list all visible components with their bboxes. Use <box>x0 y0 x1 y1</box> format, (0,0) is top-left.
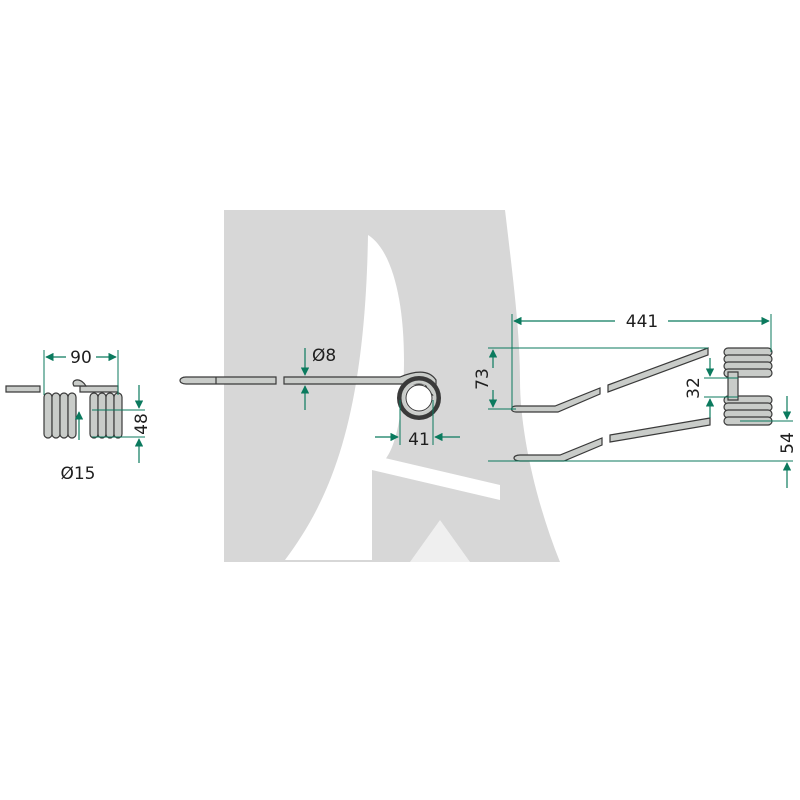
coil-loop <box>51 392 61 439</box>
coil-loop <box>67 392 77 439</box>
side-view: 90 48 Ø15 <box>5 348 152 484</box>
side-view-coils-right <box>89 392 123 439</box>
coil-loop <box>59 392 69 439</box>
brand-logo-watermark <box>285 210 577 562</box>
dimension-height-48: 48 <box>92 385 152 463</box>
dim-inner-label: 32 <box>684 377 704 399</box>
dimension-diameter-15: Ø15 <box>60 411 96 484</box>
watermark-background <box>224 210 577 562</box>
dim-diameter-label: Ø15 <box>60 464 95 484</box>
dimension-spread-73: 73 <box>473 347 708 410</box>
side-view-coils-left <box>43 392 77 439</box>
coil-loop <box>113 392 123 439</box>
dim-height-label: 48 <box>132 413 152 435</box>
dim-width-label: 90 <box>70 348 92 368</box>
front-view-tine <box>179 371 441 420</box>
coil-loop <box>89 392 99 439</box>
dim-length-label: 441 <box>626 312 658 332</box>
dimension-wire-diameter-8: Ø8 <box>300 346 336 410</box>
dim-wire-diameter-label: Ø8 <box>312 346 336 366</box>
dim-offset-label: 54 <box>778 432 798 454</box>
coil-loop <box>43 392 53 439</box>
top-view-tines <box>510 347 773 462</box>
dimension-inner-32: 32 <box>684 358 738 418</box>
top-view: 441 73 32 54 <box>473 312 798 488</box>
side-view-spring <box>5 379 123 439</box>
front-view: Ø8 41 <box>179 346 460 450</box>
dimension-length-441: 441 <box>511 312 772 410</box>
coil-loop <box>97 392 107 439</box>
coil-loop <box>105 392 115 439</box>
dimension-coil-width-41: 41 <box>375 400 460 450</box>
dim-spread-label: 73 <box>473 368 493 390</box>
dimension-offset-54: 54 <box>488 396 798 488</box>
dimension-width-90: 90 <box>43 348 119 395</box>
dim-coil-width-label: 41 <box>408 430 430 450</box>
